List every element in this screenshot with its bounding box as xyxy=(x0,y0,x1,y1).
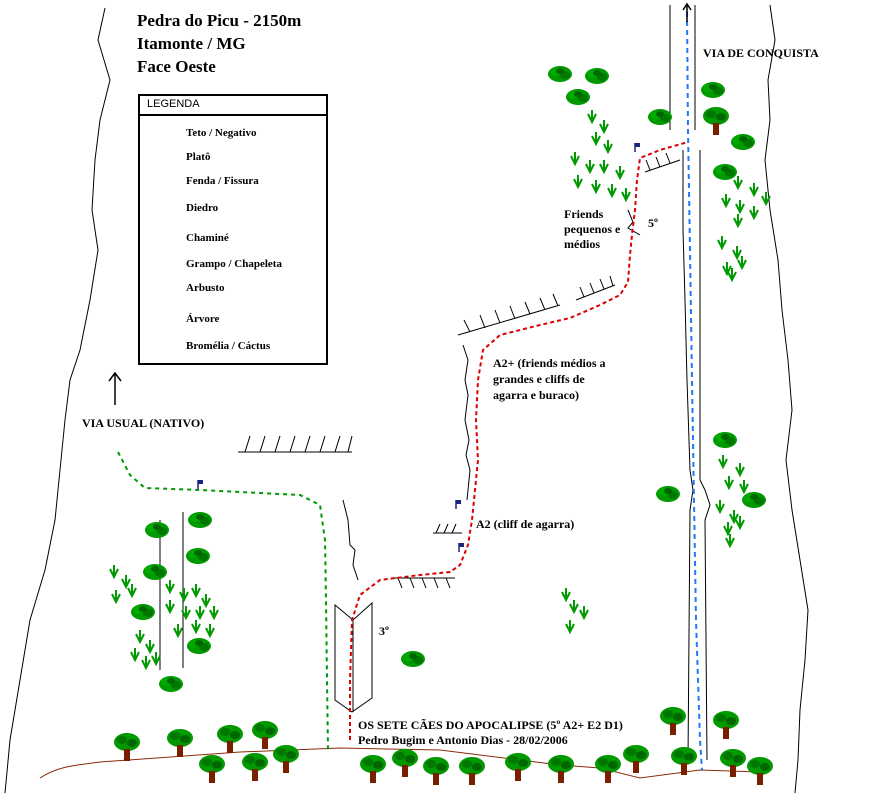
via-conquista-route xyxy=(686,11,703,771)
legend-label-dihedral: Diedro xyxy=(186,202,219,214)
friends-label-1: Friends xyxy=(564,207,604,221)
dihedral xyxy=(334,601,373,713)
bolt-icon xyxy=(455,499,462,510)
ground-line xyxy=(39,747,761,779)
grade-3-label: 3º xyxy=(379,624,389,638)
right-cliff-outline xyxy=(764,4,809,793)
new-route xyxy=(349,141,689,740)
via-usual-route xyxy=(117,451,329,751)
legend-heading: LEGENDA xyxy=(140,96,326,116)
left-cliff-outline xyxy=(4,7,111,793)
a2plus-label-2: grandes e cliffs de xyxy=(493,372,585,386)
legend-label-bromeliad: Bromélia / Cáctus xyxy=(186,340,271,352)
friends-label-3: médios xyxy=(564,237,600,251)
bolt-icon xyxy=(197,479,204,490)
title-line-1: Pedra do Picu - 2150m xyxy=(137,11,302,30)
legend-heading-text: LEGENDA xyxy=(147,98,200,110)
ceiling-marks xyxy=(238,152,681,589)
legend-label-tree: Árvore xyxy=(186,313,220,325)
a2-label: A2 (cliff de agarra) xyxy=(476,517,575,531)
a2plus-label-3: agarra e buraco) xyxy=(493,388,579,402)
conquista-chimney xyxy=(669,5,711,761)
legend-label-plateau: Platô xyxy=(186,151,211,163)
route-credit: Pedro Bugim e Antonio Dias - 28/02/2006 xyxy=(358,733,568,747)
via-usual-arrow xyxy=(108,371,122,405)
legend-label-ceiling: Teto / Negativo xyxy=(186,127,257,139)
legend-label-chimney: Chaminé xyxy=(186,232,229,244)
via-conquista-arrow xyxy=(682,2,692,22)
legend-label-crack: Fenda / Fissura xyxy=(186,175,259,187)
via-conquista-label: VIA DE CONQUISTA xyxy=(703,46,819,60)
grade-5-label: 5º xyxy=(648,216,658,230)
bolt-icon xyxy=(634,142,641,153)
legend: LEGENDA xyxy=(138,94,328,365)
bolt-icon xyxy=(458,542,465,553)
title-line-2: Itamonte / MG xyxy=(137,34,246,53)
title-line-3: Face Oeste xyxy=(137,57,216,76)
a2plus-label-1: A2+ (friends médios a xyxy=(493,356,606,370)
friends-label-2: pequenos e xyxy=(564,222,621,236)
crack-lines xyxy=(342,209,641,581)
legend-label-shrub: Arbusto xyxy=(186,282,225,294)
via-usual-label: VIA USUAL (NATIVO) xyxy=(82,416,205,430)
route-name: OS SETE CÃES DO APOCALIPSE (5º A2+ E2 D1… xyxy=(358,718,623,732)
legend-label-bolt: Grampo / Chapeleta xyxy=(186,258,282,270)
